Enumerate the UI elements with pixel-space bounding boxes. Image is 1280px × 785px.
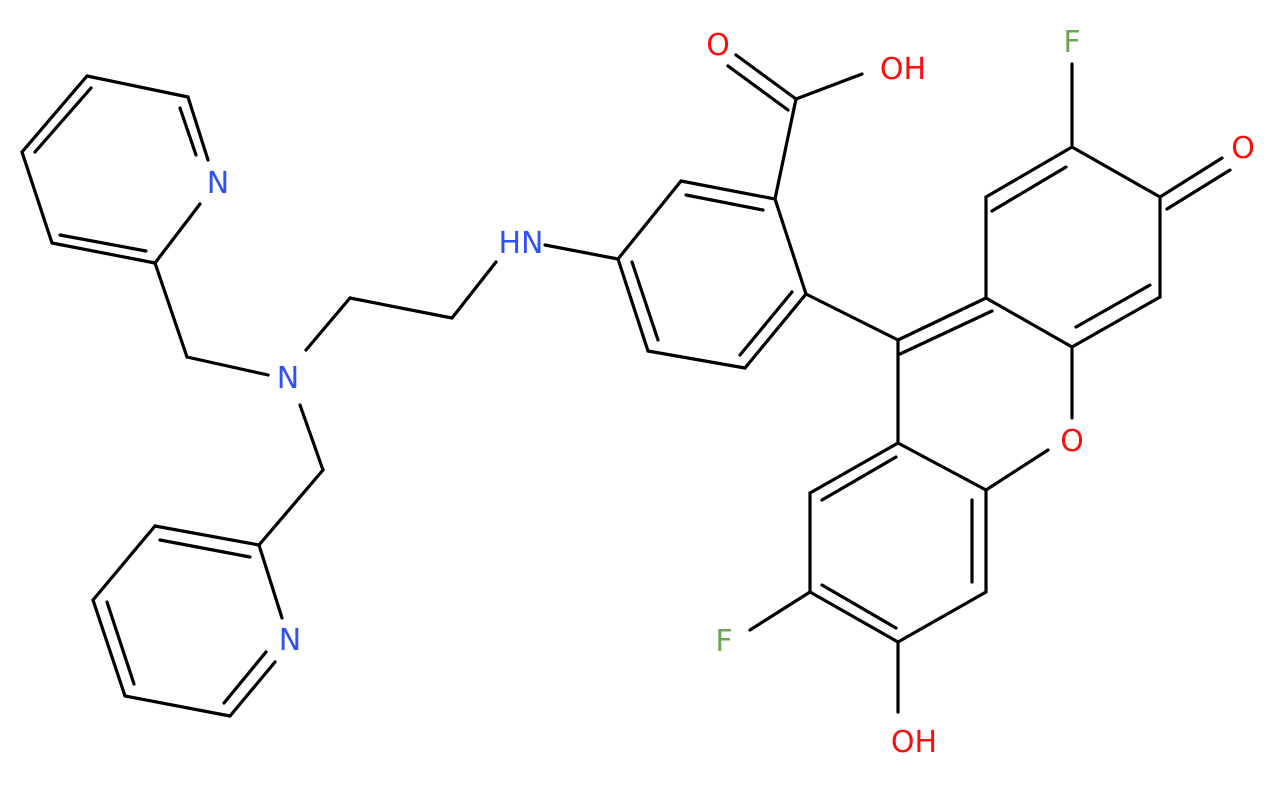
- bond: [123, 694, 232, 718]
- bond: [1074, 283, 1152, 329]
- bond: [222, 650, 268, 705]
- bond: [616, 257, 650, 353]
- pyridine-ring-bottom: [91, 524, 284, 718]
- carboxylic-acid-group: [726, 53, 864, 201]
- atom-label-n: N: [279, 623, 301, 658]
- bond: [984, 145, 1074, 199]
- bond: [58, 233, 148, 253]
- bond: [186, 95, 210, 162]
- bond: [646, 349, 747, 370]
- pyridine-ring-top: [20, 74, 210, 265]
- bond: [85, 74, 190, 99]
- bond: [257, 543, 284, 620]
- bond: [1070, 295, 1162, 349]
- bond: [1158, 156, 1224, 199]
- bond: [348, 296, 454, 320]
- atom-label-n: N: [277, 361, 299, 396]
- bond: [105, 600, 136, 686]
- bond: [1165, 168, 1232, 211]
- bond: [808, 441, 900, 495]
- bond: [820, 583, 898, 630]
- bond: [773, 97, 798, 201]
- bond: [153, 202, 202, 265]
- bond: [543, 243, 620, 261]
- bond: [616, 179, 683, 261]
- bond: [33, 86, 93, 154]
- bond: [178, 106, 198, 157]
- bond: [896, 441, 988, 492]
- atom-label-o: O: [706, 28, 730, 63]
- bond: [679, 179, 777, 201]
- atom-label-f: F: [715, 624, 732, 659]
- bond: [228, 660, 277, 718]
- bond: [153, 261, 189, 359]
- bond: [773, 197, 808, 296]
- atom-label-o: O: [1231, 131, 1255, 166]
- bond: [630, 260, 660, 342]
- atom-label-f: F: [1063, 25, 1080, 60]
- bond: [450, 260, 498, 320]
- bond: [1070, 145, 1162, 199]
- bond: [20, 150, 54, 245]
- bond: [304, 296, 352, 352]
- atom-label-hn: HN: [499, 226, 544, 261]
- bond: [743, 292, 808, 370]
- bond: [726, 64, 790, 112]
- bond: [804, 292, 900, 342]
- bond: [748, 590, 812, 632]
- bond: [257, 468, 325, 547]
- bond: [984, 448, 1050, 492]
- bond: [50, 241, 157, 265]
- bond: [684, 193, 765, 212]
- atom-label-o: O: [1060, 424, 1084, 459]
- bond: [153, 524, 261, 547]
- benzoic-acid-ring: [616, 179, 808, 370]
- bond: [984, 296, 1074, 349]
- atom-label-oh: OH: [880, 52, 926, 87]
- bond: [20, 74, 89, 154]
- bond: [91, 598, 127, 698]
- bond: [91, 524, 157, 602]
- bond: [738, 290, 794, 357]
- bond: [898, 309, 994, 356]
- xanthene-core: [748, 62, 1232, 714]
- bond: [185, 355, 270, 377]
- bond: [820, 455, 898, 502]
- bond: [808, 590, 900, 644]
- bond: [158, 538, 252, 559]
- bond: [298, 403, 325, 472]
- bond: [734, 53, 798, 101]
- atom-label-n: N: [207, 166, 229, 201]
- bond: [794, 72, 864, 101]
- atom-label-oh: OH: [891, 725, 937, 760]
- bond: [896, 296, 988, 342]
- bond: [896, 590, 988, 644]
- bond: [990, 165, 1068, 213]
